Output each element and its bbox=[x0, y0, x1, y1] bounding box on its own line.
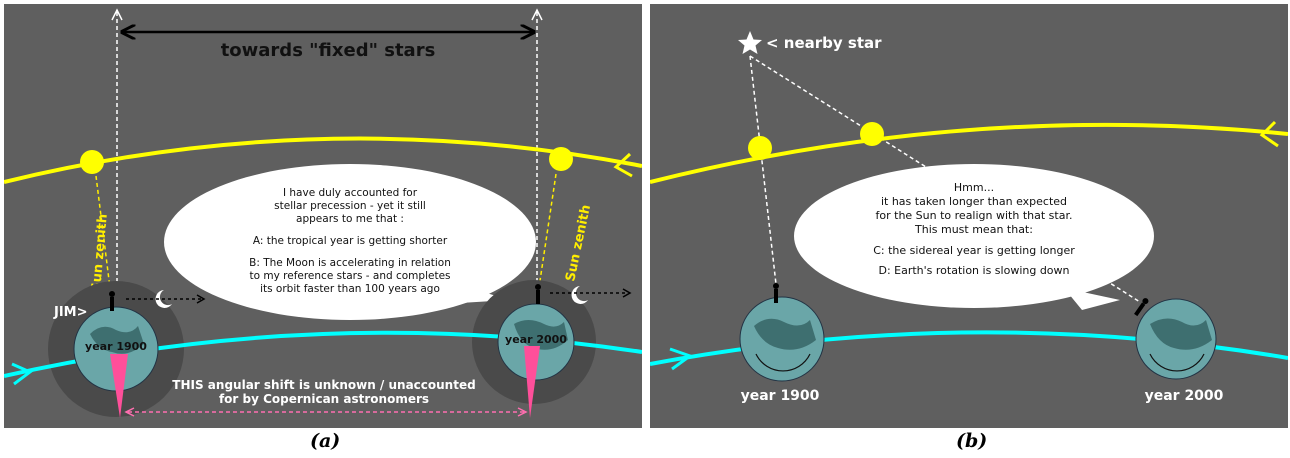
bubble-line: This must mean that: bbox=[914, 223, 1033, 236]
earth-1900-land bbox=[754, 318, 816, 350]
bubble-line: appears to me that : bbox=[296, 213, 404, 225]
bubble-line: to my reference stars - and completes bbox=[249, 270, 450, 282]
earth-2000-rotation bbox=[1149, 353, 1205, 372]
bubble-line: stellar precession - yet it still bbox=[274, 200, 426, 212]
zenith-label-left: Sun zenith bbox=[89, 213, 111, 292]
sightline-1900 bbox=[749, 55, 777, 285]
earth-orbit-arrowhead bbox=[669, 347, 694, 371]
zenith-line-right bbox=[537, 173, 557, 295]
bubble-line: D: Earth's rotation is slowing down bbox=[878, 264, 1069, 277]
earth-1900-rotation bbox=[755, 353, 811, 372]
note-line: for by Copernican astronomers bbox=[219, 392, 429, 406]
observer-1900 bbox=[773, 283, 779, 303]
bottom-note: THIS angular shift is unknown / unaccoun… bbox=[172, 378, 475, 406]
sightline-left-arrowhead bbox=[111, 8, 123, 21]
star-icon bbox=[738, 31, 762, 54]
sun-2000 bbox=[860, 122, 884, 146]
note-line: THIS angular shift is unknown / unaccoun… bbox=[172, 378, 475, 392]
caption-a: (a) bbox=[310, 430, 341, 452]
bubble-line: for the Sun to realign with that star. bbox=[876, 209, 1073, 222]
earth-2000-land bbox=[1150, 318, 1212, 350]
zenith-label-right: Sun zenith bbox=[563, 203, 594, 282]
speech-bubble-tail bbox=[1064, 288, 1120, 310]
bubble-line: it has taken longer than expected bbox=[881, 195, 1067, 208]
sun-orbit bbox=[650, 122, 1288, 184]
panel-a-diagram: towards "fixed" stars Sun zenith Sun zen… bbox=[4, 8, 642, 418]
angular-shift-arrowhead-right bbox=[517, 407, 528, 417]
angular-shift-arrowhead-left bbox=[124, 407, 135, 417]
observer-left bbox=[109, 291, 115, 311]
angle-wedge-right bbox=[524, 346, 540, 418]
caption-b: (b) bbox=[956, 430, 988, 452]
observer-right bbox=[535, 284, 541, 304]
speech-bubble bbox=[794, 164, 1154, 308]
moon-right-arrowhead bbox=[622, 288, 632, 298]
bubble-line: C: the sidereal year is getting longer bbox=[873, 244, 1075, 257]
sun-orbit-arrowhead bbox=[613, 152, 633, 178]
panel-b: < nearby star Hmm... it has taken longer… bbox=[650, 4, 1288, 428]
earth-2000-label: year 2000 bbox=[1145, 388, 1224, 404]
panel-b-diagram: < nearby star Hmm... it has taken longer… bbox=[650, 31, 1288, 404]
sun-1900 bbox=[748, 136, 772, 160]
speech-bubble bbox=[164, 164, 536, 320]
star-label: < nearby star bbox=[766, 34, 882, 52]
observer-2000 bbox=[1134, 298, 1149, 317]
bubble-text: Hmm... it has taken longer than expected… bbox=[873, 181, 1075, 277]
moon-left-arrowhead bbox=[196, 294, 206, 304]
bubble-line: Hmm... bbox=[954, 181, 994, 194]
fixed-stars-label: towards "fixed" stars bbox=[221, 40, 436, 61]
earth-left-land bbox=[90, 326, 144, 354]
earth-left-label: year 1900 bbox=[85, 340, 147, 353]
bubble-line: A: the tropical year is getting shorter bbox=[253, 235, 448, 247]
sun-left bbox=[80, 150, 104, 174]
angle-wedge-left bbox=[110, 354, 128, 418]
moon-right bbox=[571, 286, 588, 304]
earth-right-label: year 2000 bbox=[505, 333, 567, 346]
bubble-line: I have duly accounted for bbox=[283, 187, 418, 199]
earth-orbit-arrowhead bbox=[11, 362, 33, 386]
earth-1900-label: year 1900 bbox=[741, 388, 820, 404]
earth-right-land bbox=[514, 320, 568, 350]
observer-label: JIM> bbox=[53, 305, 88, 320]
panel-a: towards "fixed" stars Sun zenith Sun zen… bbox=[4, 4, 642, 428]
sun-orbit-arrowhead bbox=[1259, 120, 1279, 148]
sightline-right-arrowhead bbox=[531, 8, 543, 21]
bubble-line: its orbit faster than 100 years ago bbox=[260, 283, 440, 295]
bubble-text: I have duly accounted for stellar preces… bbox=[249, 187, 451, 295]
bubble-line: B: The Moon is accelerating in relation bbox=[249, 257, 451, 269]
sun-right bbox=[549, 147, 573, 171]
moon-left bbox=[155, 290, 172, 308]
